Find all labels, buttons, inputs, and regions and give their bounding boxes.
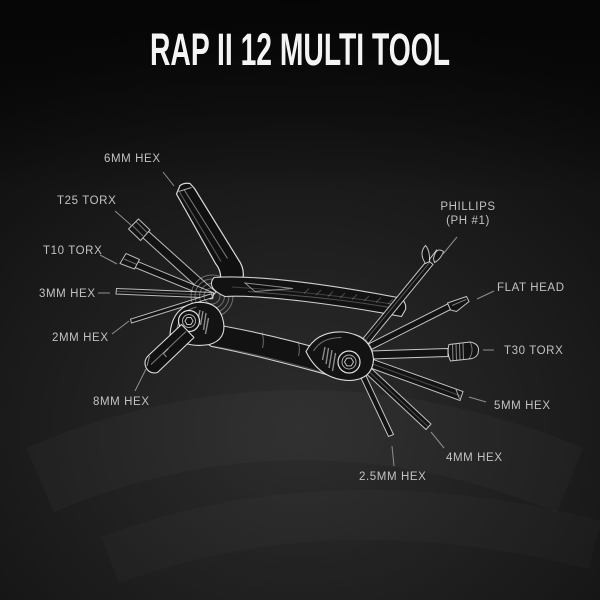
- callout-3mm-hex: 3MM HEX: [39, 288, 96, 300]
- callout-t10-torx: T10 TORX: [43, 245, 103, 257]
- callout-t30-torx: T30 TORX: [504, 345, 564, 357]
- hex-3mm-tool: [115, 287, 214, 299]
- leader-t10-torx: [99, 254, 118, 265]
- leader-5mm-hex: [468, 396, 487, 403]
- upper-bar-hatching: [303, 288, 394, 305]
- right-bolt-hex-socket: [343, 357, 355, 367]
- callout-phillips-line2: (PH #1): [446, 215, 490, 227]
- callout-8mm-hex: 8MM HEX: [93, 396, 150, 408]
- leader-8mm-hex: [134, 368, 147, 392]
- leader-2-5mm-hex: [391, 445, 395, 467]
- left-bolt-hex-socket: [184, 317, 194, 325]
- leader-phillips: [442, 236, 458, 255]
- callout-phillips-line1: PHILLIPS: [440, 201, 496, 213]
- tool-body-upper-bar: [210, 276, 407, 318]
- right-pivot-bolt: [337, 350, 361, 374]
- callout-6mm-hex: 6MM HEX: [104, 153, 161, 165]
- callout-2-5mm-hex: 2.5MM HEX: [359, 471, 427, 483]
- callout-2mm-hex: 2MM HEX: [52, 332, 109, 344]
- leader-t25-torx: [114, 210, 132, 226]
- leader-4mm-hex: [430, 431, 445, 449]
- brand-texture-right: [321, 346, 337, 372]
- hex-6mm-arm: [175, 182, 244, 295]
- hex-8mm-tool: [144, 323, 195, 374]
- leader-2mm-hex: [111, 320, 130, 335]
- leader-flat-head: [476, 290, 495, 300]
- leader-lines: [98, 171, 495, 467]
- torx-t10-tool: [119, 252, 215, 300]
- leader-6mm-hex: [162, 171, 175, 187]
- callout-phillips: PHILLIPS (PH #1): [428, 200, 508, 228]
- right-pivot-plate: [305, 331, 375, 382]
- callout-t25-torx: T25 TORX: [57, 195, 117, 207]
- page-title: RAP II 12 MULTI TOOL: [150, 24, 450, 75]
- callout-flat-head: FLAT HEAD: [497, 282, 565, 294]
- callout-4mm-hex: 4MM HEX: [446, 452, 503, 464]
- callout-5mm-hex: 5MM HEX: [494, 400, 551, 412]
- background-sheen: [40, 425, 595, 560]
